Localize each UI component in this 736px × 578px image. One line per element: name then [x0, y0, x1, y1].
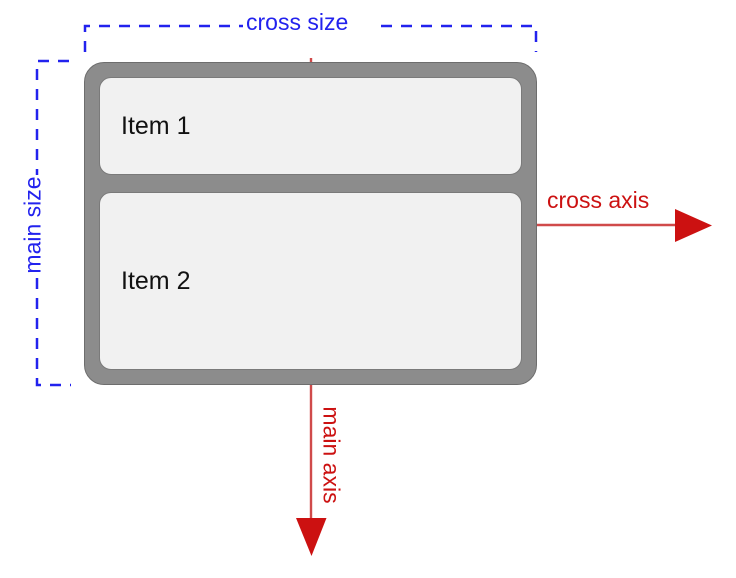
flex-item-2: Item 2: [99, 192, 522, 370]
cross-axis-label: cross axis: [547, 187, 650, 213]
cross-size-label: cross size: [246, 9, 349, 35]
flex-item-2-label: Item 2: [121, 266, 191, 295]
main-size-bracket: [35, 59, 71, 387]
cross-size-bracket: [83, 24, 538, 52]
flex-item-1: Item 1: [99, 77, 522, 175]
main-axis-label: main axis: [318, 406, 345, 504]
main-size-label: main size: [19, 176, 46, 274]
flex-container: Item 1 Item 2: [84, 62, 537, 385]
flex-item-1-label: Item 1: [121, 111, 191, 140]
